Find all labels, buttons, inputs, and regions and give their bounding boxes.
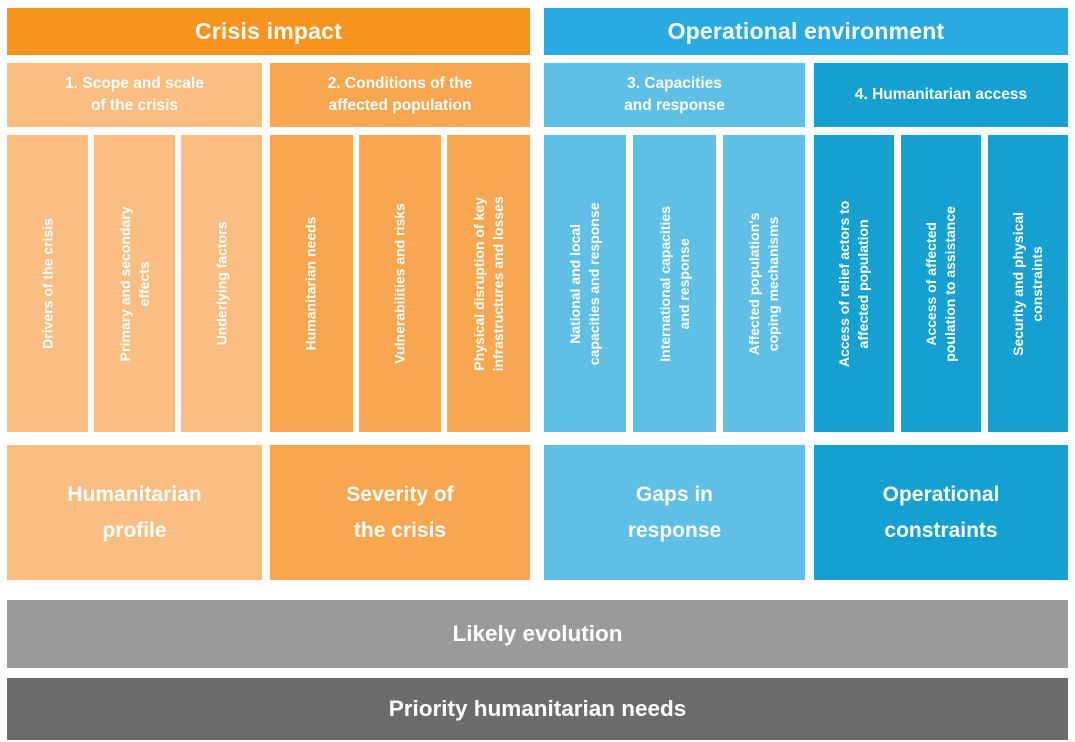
result-operational-constraints: Operational constraints	[814, 445, 1068, 580]
column-vulnerabilities-risks: Vulnerabilities and risks	[358, 135, 442, 432]
column-drivers-of-the-crisis-label: Drivers of the crisis	[39, 218, 56, 349]
column-international-capacities: International capacities and response	[633, 135, 716, 432]
result-severity-of-crisis-label: Severity of the crisis	[346, 482, 454, 542]
column-coping-mechanisms-label: Affected population's coping mechanisms	[745, 212, 781, 355]
row-likely-evolution: Likely evolution	[7, 600, 1068, 668]
crisis-impact-header: Crisis impact	[7, 8, 530, 55]
subheader-humanitarian-access-label: 4. Humanitarian access	[854, 85, 1028, 103]
column-access-relief-actors: Access of relief actors to affected popu…	[814, 135, 894, 432]
column-coping-mechanisms: Affected population's coping mechanisms	[722, 135, 805, 432]
subheader-capacities-and-response-label: 3. Capacities and response	[624, 74, 725, 114]
result-humanitarian-profile: Humanitarian profile	[7, 445, 262, 580]
result-severity-of-crisis: Severity of the crisis	[270, 445, 530, 580]
column-security-physical-constraints: Security and physical constraints	[988, 135, 1068, 432]
subheader-conditions-affected-population-label: 2. Conditions of the affected population	[327, 74, 473, 114]
column-humanitarian-needs-label: Humanitarian needs	[302, 216, 319, 351]
column-vulnerabilities-risks-label: Vulnerabilities and risks	[391, 203, 408, 364]
result-gaps-in-response: Gaps in response	[544, 445, 805, 580]
subheader-conditions-affected-population: 2. Conditions of the affected population	[270, 63, 530, 127]
operational-environment-header-label: Operational environment	[667, 18, 945, 44]
column-primary-secondary-effects-label: Primary and secondary effects	[116, 206, 152, 361]
column-security-physical-constraints-label: Security and physical constraints	[1010, 211, 1045, 356]
column-national-local-capacities: National and local capacities and respon…	[544, 135, 627, 432]
column-humanitarian-needs: Humanitarian needs	[270, 135, 353, 432]
column-drivers-of-the-crisis: Drivers of the crisis	[7, 135, 88, 432]
column-access-affected-population-label: Access of affected poulation to assistan…	[923, 205, 958, 362]
row-priority-humanitarian-needs-label: Priority humanitarian needs	[388, 696, 687, 721]
access-columns: Access of relief actors to affected popu…	[814, 135, 1068, 432]
result-humanitarian-profile-label: Humanitarian profile	[67, 482, 202, 542]
operational-environment-header: Operational environment	[544, 8, 1068, 55]
column-physical-disruption-label: Physical disruption of key infrastructur…	[470, 195, 506, 372]
row-priority-humanitarian-needs: Priority humanitarian needs	[7, 678, 1068, 740]
subheader-scope-and-scale-label: 1. Scope and scale of the crisis	[65, 74, 204, 114]
conditions-columns: Humanitarian needs Vulnerabilities and r…	[270, 135, 531, 432]
scope-and-scale-columns: Drivers of the crisis Primary and second…	[7, 135, 262, 432]
column-access-affected-population: Access of affected poulation to assistan…	[901, 135, 981, 432]
column-physical-disruption: Physical disruption of key infrastructur…	[447, 135, 531, 432]
capacities-columns: National and local capacities and respon…	[544, 135, 805, 432]
subheader-humanitarian-access: 4. Humanitarian access	[814, 63, 1068, 127]
crisis-impact-header-label: Crisis impact	[194, 18, 343, 44]
column-access-relief-actors-label: Access of relief actors to affected popu…	[836, 200, 871, 367]
result-operational-constraints-label: Operational constraints	[882, 482, 1000, 542]
column-underlying-factors-label: Underlying factors	[213, 221, 230, 346]
column-primary-secondary-effects: Primary and secondary effects	[94, 135, 175, 432]
column-national-local-capacities-label: National and local capacities and respon…	[567, 202, 603, 365]
result-gaps-in-response-label: Gaps in response	[627, 482, 722, 542]
column-underlying-factors: Underlying factors	[181, 135, 262, 432]
column-international-capacities-label: International capacities and response	[656, 205, 692, 362]
row-likely-evolution-label: Likely evolution	[452, 621, 623, 646]
subheader-capacities-and-response: 3. Capacities and response	[544, 63, 805, 127]
subheader-scope-and-scale: 1. Scope and scale of the crisis	[7, 63, 262, 127]
